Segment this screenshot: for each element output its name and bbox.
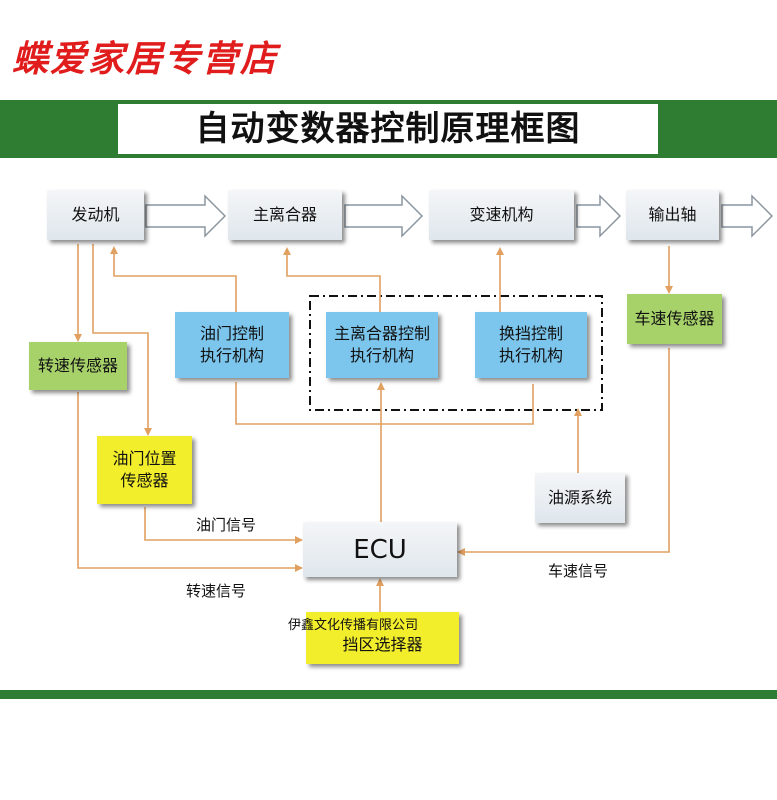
signal-lines: [77, 244, 670, 612]
dashed-group: [309, 295, 603, 411]
line-clutch-actuator-clutch: [286, 250, 381, 312]
line-rpm-sensor-ecu: [77, 392, 302, 569]
engine-box: 发动机: [47, 190, 144, 240]
line-engine-throttle-sensor: [92, 244, 149, 434]
line-actuator-bus: [235, 382, 534, 425]
output-shaft-box: 输出轴: [626, 190, 719, 240]
bottom-bar: [0, 690, 777, 699]
throttle-actuator-box: 油门控制 执行机构: [175, 312, 289, 378]
line-throttle-actuator-engine: [113, 249, 237, 312]
vehicle-speed-sensor-box: 车速传感器: [627, 294, 722, 344]
flow-arrow-gearbox-shaft: [576, 194, 622, 238]
throttle-signal-label: 油门信号: [196, 516, 257, 534]
company-watermark: 伊鑫文化传播有限公司: [288, 618, 419, 633]
flow-arrows: [145, 194, 774, 238]
ecu-box: ECU: [303, 522, 457, 577]
clutch-box: 主离合器: [228, 190, 342, 240]
shift-actuator-box: 换挡控制 执行机构: [475, 312, 587, 378]
gearbox-box: 变速机构: [429, 190, 574, 240]
hydraulic-system-box: 油源系统: [535, 473, 625, 523]
line-speed-sensor-ecu: [458, 348, 670, 553]
arrow-heads: [74, 246, 673, 586]
flow-arrow-shaft-out: [721, 194, 774, 238]
flow-arrow-engine-clutch: [145, 194, 227, 238]
rpm-signal-label: 转速信号: [186, 582, 247, 600]
flow-arrow-clutch-gearbox: [344, 194, 424, 238]
rpm-sensor-box: 转速传感器: [29, 342, 127, 390]
diagram-title: 自动变数器控制原理框图: [195, 109, 581, 149]
line-throttle-sensor-ecu: [144, 507, 302, 541]
range-selector-box: 挡区选择器: [306, 612, 459, 664]
speed-signal-label: 车速信号: [548, 562, 609, 580]
throttle-position-sensor-box: 油门位置 传感器: [97, 436, 192, 504]
store-name: 蝶爱家居专营店: [12, 38, 279, 80]
title-banner-panel: [118, 104, 658, 154]
clutch-actuator-box: 主离合器控制 执行机构: [326, 312, 438, 378]
